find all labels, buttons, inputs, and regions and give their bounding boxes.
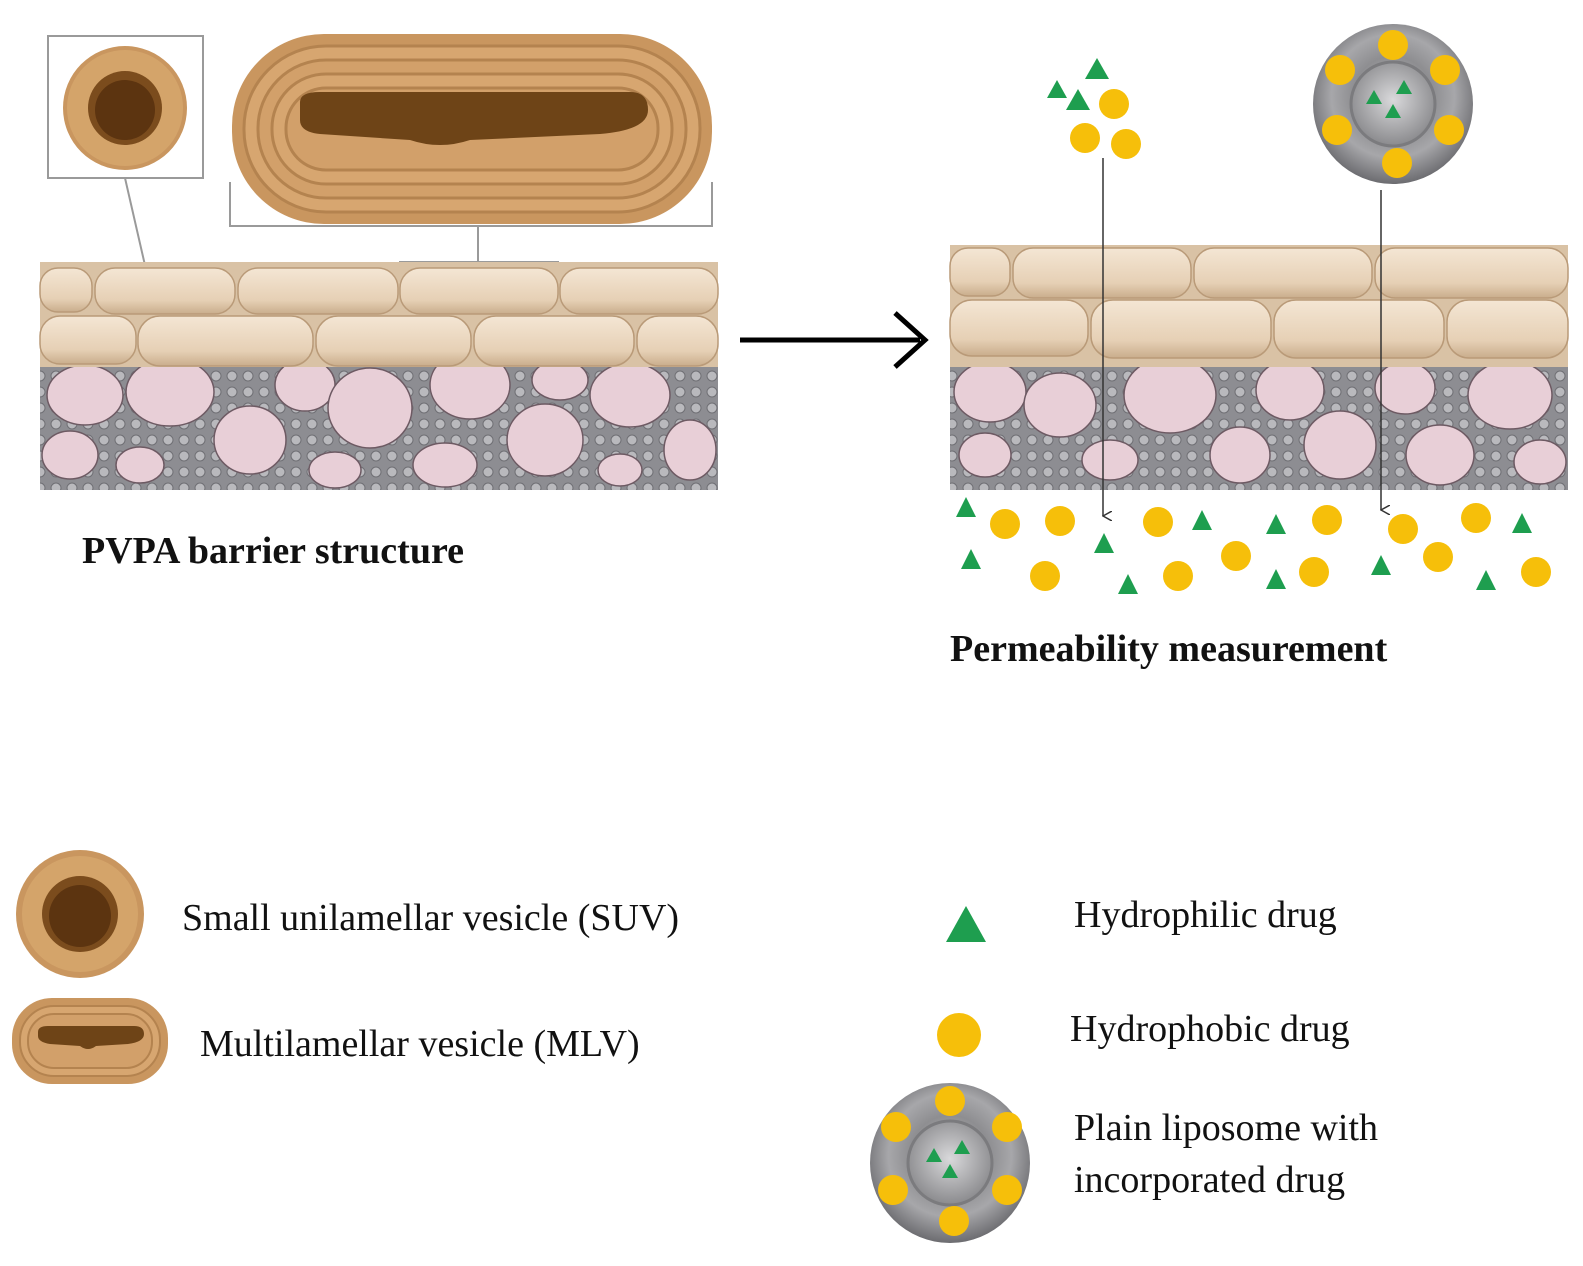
legend: Small unilamellar vesicle (SUV) Multilam… (12, 850, 1378, 1243)
legend-hydrophobic-label: Hydrophobic drug (1070, 1008, 1350, 1050)
legend-mlv-label: Multilamellar vesicle (MLV) (200, 1023, 640, 1065)
legend-mlv-icon (12, 998, 168, 1084)
legend-triangle-icon (946, 906, 986, 942)
mlv-bracket (229, 182, 713, 227)
suv-vesicle-icon (63, 46, 187, 170)
barrier-layer-right (949, 245, 1569, 490)
caption-left: PVPA barrier structure (82, 530, 464, 572)
legend-liposome-label-line1: Plain liposome with (1074, 1107, 1378, 1149)
permeability-measurement: Permeability measurement (949, 24, 1569, 670)
legend-suv-label: Small unilamellar vesicle (SUV) (182, 897, 679, 939)
legend-circle-icon (937, 1013, 981, 1057)
caption-right: Permeability measurement (950, 628, 1388, 670)
process-arrow (740, 311, 929, 369)
legend-liposome-icon (870, 1083, 1030, 1243)
pvpa-barrier-structure: PVPA barrier structure (39, 34, 719, 572)
free-drug-cluster (1047, 58, 1141, 159)
legend-liposome-label-line2: incorporated drug (1074, 1159, 1345, 1201)
legend-suv-icon (16, 850, 144, 978)
mlv-vesicle-icon (232, 34, 712, 224)
legend-hydrophilic-label: Hydrophilic drug (1074, 894, 1337, 936)
barrier-layer-left (39, 262, 719, 490)
liposome-icon (1313, 24, 1473, 184)
acceptor-drugs (956, 497, 1551, 594)
